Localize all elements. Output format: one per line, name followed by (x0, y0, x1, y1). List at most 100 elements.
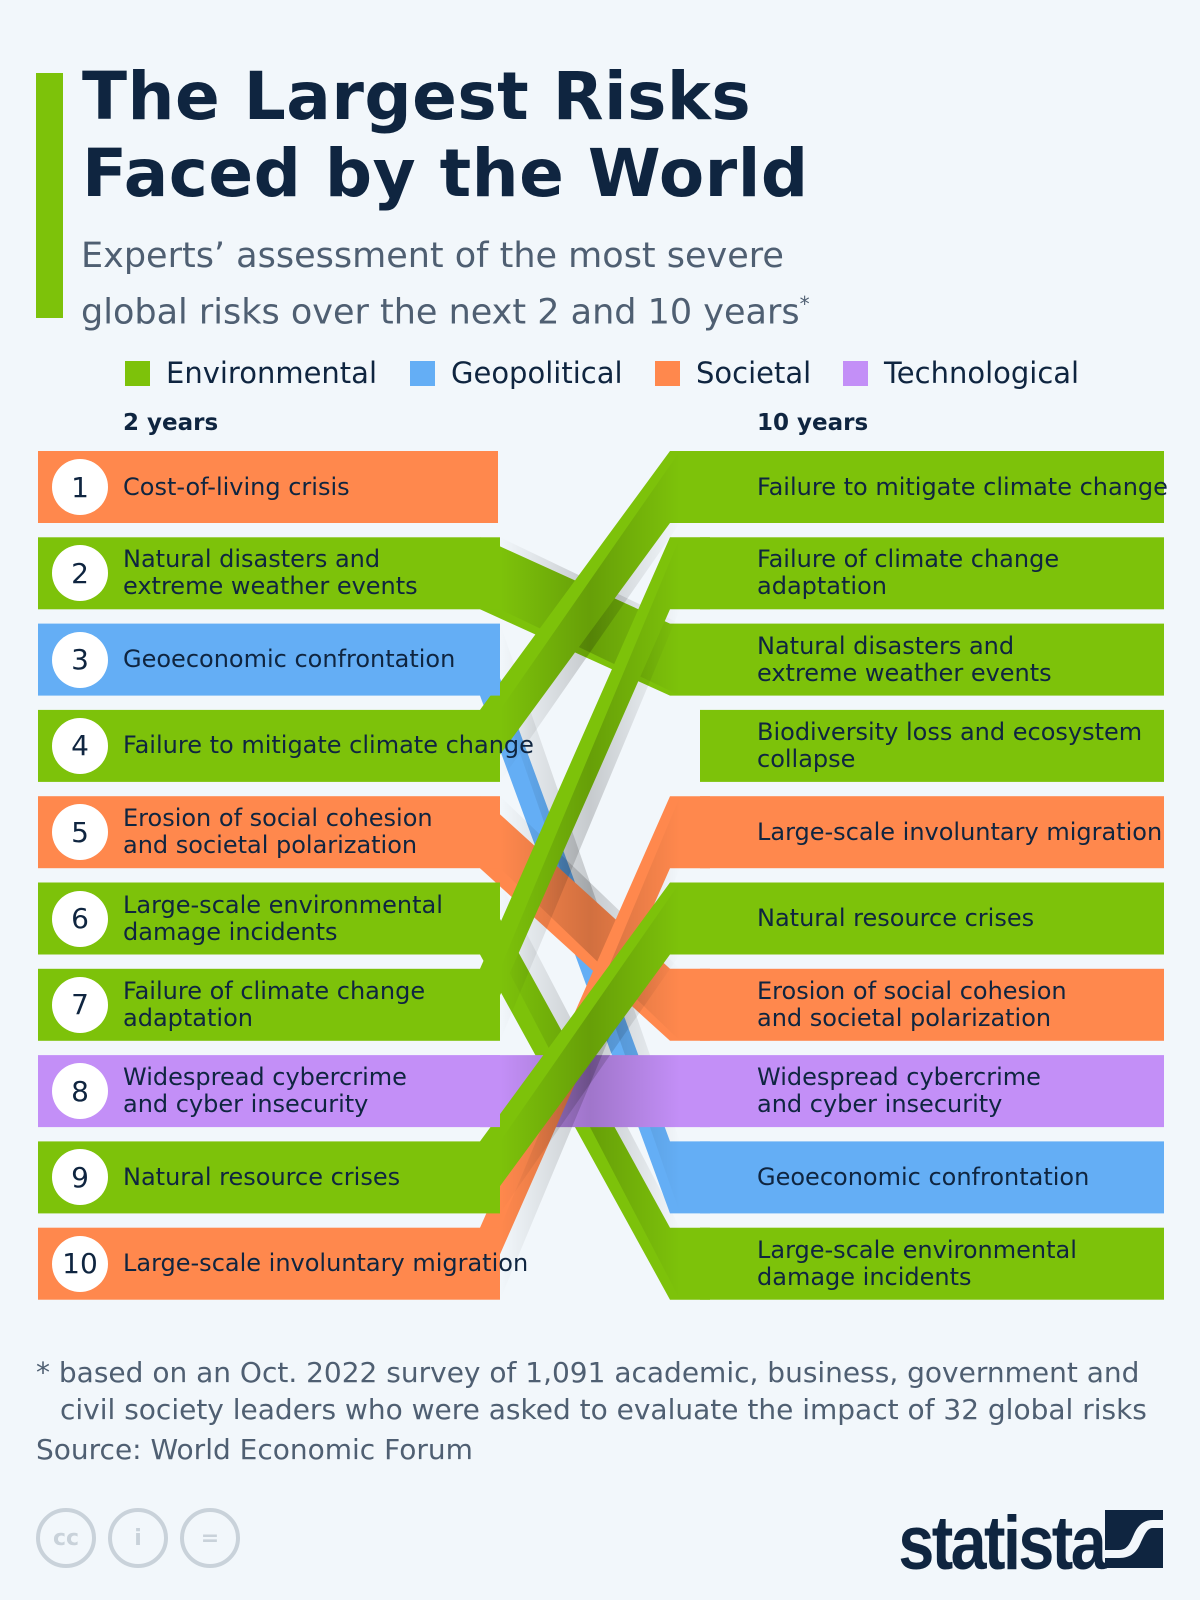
label-line: extreme weather events (757, 658, 1052, 687)
risk-label-10-years: Large-scale involuntary migration (757, 796, 1162, 868)
label-line: adaptation (123, 1003, 253, 1032)
rank-badge: 8 (52, 1063, 108, 1120)
legend-item-environmental: Environmental (125, 356, 377, 390)
page-title: The Largest Risks Faced by the World (82, 58, 809, 212)
label-line: collapse (757, 744, 856, 773)
label-line: Failure of climate change (757, 545, 1060, 574)
flow-shading (500, 537, 680, 1041)
label-line: Large-scale environmental (757, 1235, 1077, 1264)
legend-item-geopolitical: Geopolitical (410, 356, 623, 390)
label-line: Failure of climate change (123, 976, 426, 1005)
rank-badge: 10 (52, 1235, 108, 1292)
label-line: Cost-of-living crisis (123, 472, 350, 501)
bar-10-years (700, 968, 1164, 1041)
title-accent-bar (36, 73, 63, 318)
label-line: Natural disasters and (123, 545, 381, 574)
label-line: damage incidents (757, 1262, 972, 1291)
label-line: adaptation (757, 572, 887, 601)
label-line: Geoeconomic confrontation (757, 1162, 1090, 1191)
label-line: and cyber insecurity (757, 1090, 1003, 1119)
label-line: Large-scale involuntary migration (123, 1249, 529, 1278)
label-line: Natural resource crises (757, 904, 1035, 932)
label-line: Erosion of social cohesion (123, 804, 433, 833)
risk-label-10-years: Natural resource crises (757, 883, 1034, 955)
label-line: Natural disasters and (757, 631, 1015, 660)
nd-icon[interactable]: = (180, 1508, 240, 1568)
bar-10-years (700, 537, 1164, 610)
footnote-line: civil society leaders who were asked to … (60, 1393, 1147, 1426)
bar-2-years (38, 623, 500, 696)
label-line: damage incidents (123, 917, 338, 946)
label-line: Erosion of social cohesion (757, 976, 1067, 1005)
cc-icon[interactable]: cc (36, 1508, 96, 1568)
flow-shading (500, 882, 680, 1214)
legend-swatch (655, 360, 680, 386)
bar-2-years (38, 1055, 500, 1128)
bar-2-years (38, 709, 500, 782)
label-line: and cyber insecurity (123, 1090, 369, 1119)
rank-badge: 4 (52, 717, 108, 774)
footnote: * based on an Oct. 2022 survey of 1,091 … (36, 1354, 1147, 1428)
flow-connector-3 (480, 623, 710, 1214)
label-line: Biodiversity loss and ecosystem (757, 717, 1143, 746)
bar-2-years (38, 882, 500, 955)
label-line: Natural resource crises (123, 1162, 401, 1191)
legend-swatch (410, 360, 435, 386)
column-header-2-years: 2 years (123, 410, 219, 436)
label-line: Failure to mitigate climate change (123, 731, 534, 760)
footnote-line: * based on an Oct. 2022 survey of 1,091 … (36, 1356, 1140, 1389)
bar-2-years (38, 1141, 500, 1214)
subtitle-line: global risks over the next 2 and 10 year… (81, 292, 800, 333)
label-line: Widespread cybercrime (123, 1063, 407, 1092)
flow-connector-6 (480, 882, 710, 1300)
risk-label-2-years: Geoeconomic confrontation (123, 624, 455, 696)
bar-10-years (700, 623, 1164, 696)
flow-connector-10 (480, 796, 710, 1300)
rank-badge: 9 (52, 1149, 108, 1206)
legend-item-technological: Technological (843, 356, 1079, 390)
risk-label-10-years: Geoeconomic confrontation (757, 1141, 1089, 1213)
statista-logo-mark-icon (1105, 1510, 1163, 1568)
rank-badge: 2 (52, 545, 108, 602)
bar-2-years (38, 1227, 500, 1300)
bar-10-years (700, 1055, 1164, 1128)
column-header-10-years: 10 years (757, 410, 869, 436)
by-icon[interactable]: i (108, 1508, 168, 1568)
risk-label-2-years: Failure to mitigate climate change (123, 710, 534, 782)
rank-badge: 5 (52, 804, 108, 861)
title-line: Faced by the World (82, 135, 809, 212)
label-line: Large-scale environmental (123, 890, 443, 919)
footnote-mark: * (799, 292, 810, 316)
subtitle: Experts’ assessment of the most severe g… (81, 232, 810, 337)
legend-label: Environmental (166, 356, 378, 390)
bar-2-years (38, 968, 500, 1041)
label-line: Failure to mitigate climate change (757, 472, 1168, 501)
bar-10-years (700, 451, 1164, 523)
bar-10-years (700, 709, 1164, 782)
risk-label-2-years: Natural resource crises (123, 1141, 400, 1213)
legend-label: Technological (884, 356, 1080, 390)
bar-10-years (700, 1227, 1164, 1300)
label-line: Widespread cybercrime (757, 1063, 1041, 1092)
bar-2-years (38, 537, 500, 610)
statista-logo[interactable]: statista (898, 1501, 1106, 1586)
label-line: and societal polarization (123, 831, 418, 860)
rank-badge: 7 (52, 976, 108, 1033)
label-line: and societal polarization (757, 1003, 1052, 1032)
risk-label-2-years: Cost-of-living crisis (123, 451, 350, 523)
bar-10-years (700, 882, 1164, 955)
flow-connector-7 (480, 537, 710, 1041)
bar-10-years (700, 796, 1164, 869)
label-line: extreme weather events (123, 572, 418, 601)
rank-badge: 3 (52, 631, 108, 688)
